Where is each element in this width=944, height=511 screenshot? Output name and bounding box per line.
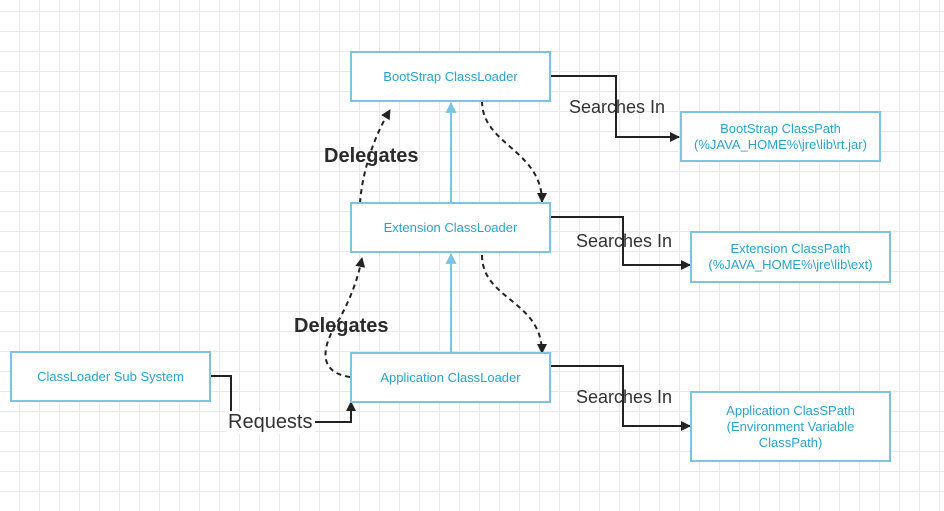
bootstrap-classpath-label: BootStrap ClassPath (%JAVA_HOME%\jre\lib… (694, 120, 867, 152)
delegates-arrow-to-bootstrap (359, 109, 391, 204)
extension-classloader-node[interactable]: Extension ClassLoader (350, 202, 551, 253)
return-arrow-to-application (481, 254, 547, 354)
application-classloader-node[interactable]: Application ClassLoader (350, 352, 551, 403)
searches-in-label-extension: Searches In (576, 231, 673, 251)
searches-in-connector-bootstrap (551, 75, 680, 142)
requests-label: Requests (226, 411, 315, 434)
application-classpath-label: Application ClasSPath (Environment Varia… (726, 402, 855, 450)
extension-classpath-node[interactable]: Extension ClassPath (%JAVA_HOME%\jre\lib… (690, 231, 891, 283)
classloader-subsystem-label: ClassLoader Sub System (37, 368, 184, 384)
extension-classloader-label: Extension ClassLoader (383, 219, 518, 235)
return-arrow-to-extension (481, 100, 547, 203)
bootstrap-classloader-node[interactable]: BootStrap ClassLoader (350, 51, 551, 102)
classloader-subsystem-node[interactable]: ClassLoader Sub System (10, 351, 211, 402)
bootstrap-classloader-label: BootStrap ClassLoader (383, 68, 518, 84)
searches-in-label-application: Searches In (576, 387, 673, 407)
searches-in-connector-extension (551, 216, 691, 270)
application-classloader-label: Application ClassLoader (380, 369, 521, 385)
delegates-label-lower: Delegates (294, 315, 389, 337)
extension-classpath-label: Extension ClassPath (%JAVA_HOME%\jre\lib… (708, 241, 873, 272)
bootstrap-classpath-node[interactable]: BootStrap ClassPath (%JAVA_HOME%\jre\lib… (680, 111, 881, 162)
application-classpath-node[interactable]: Application ClasSPath (Environment Varia… (690, 391, 891, 462)
delegates-arrow-to-extension (324, 257, 366, 378)
searches-in-connector-application (551, 365, 691, 431)
delegates-label-upper: Delegates (324, 145, 419, 167)
searches-in-label-bootstrap: Searches In (569, 97, 666, 117)
